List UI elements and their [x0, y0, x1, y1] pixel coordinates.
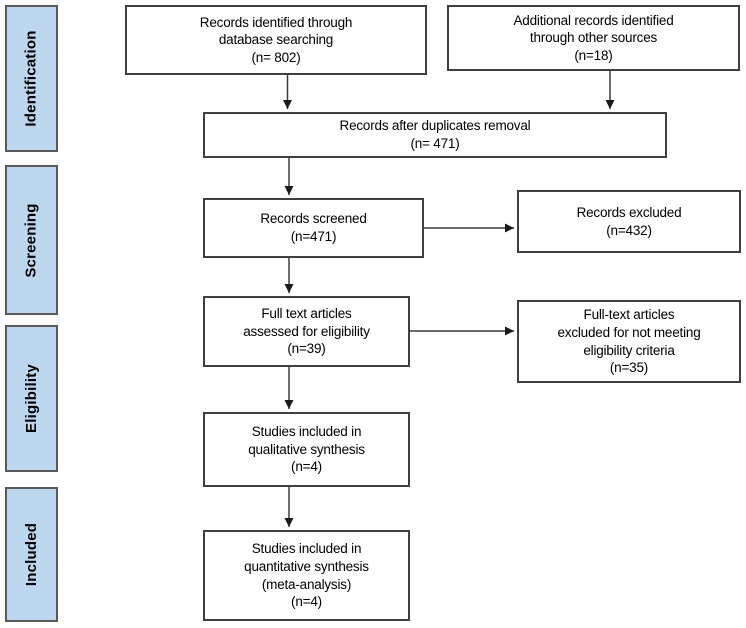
- stage-screening: Screening: [5, 165, 58, 315]
- stage-eligibility: Eligibility: [5, 325, 58, 472]
- box-after-duplicates-text: Records after duplicates removal (n= 471…: [339, 118, 531, 151]
- box-records-excluded-text: Records excluded (n=432): [576, 204, 682, 238]
- box-database-search: Records identified through database sear…: [125, 5, 427, 75]
- box-after-duplicates: Records after duplicates removal (n= 471…: [203, 112, 667, 158]
- stage-screening-label: Screening: [23, 202, 41, 278]
- stage-identification-label: Identification: [23, 30, 41, 127]
- box-qualitative-synthesis-text: Studies included in qualitative synthesi…: [248, 424, 365, 475]
- box-quantitative-synthesis-text: Studies included in quantitative synthes…: [244, 541, 369, 610]
- stage-eligibility-label: Eligibility: [23, 364, 40, 433]
- box-fulltext-excluded-text: Full-text articles excluded for not meet…: [557, 307, 701, 376]
- box-fulltext-excluded: Full-text articles excluded for not meet…: [517, 300, 741, 383]
- box-other-sources-text: Additional records identified through ot…: [513, 12, 674, 63]
- box-fulltext-assessed-text: Full text articles assessed for eligibil…: [243, 306, 370, 357]
- stage-included: Included: [5, 487, 58, 622]
- box-qualitative-synthesis: Studies included in qualitative synthesi…: [203, 412, 410, 487]
- stage-identification: Identification: [5, 5, 58, 152]
- box-database-search-text: Records identified through database sear…: [199, 14, 353, 65]
- box-records-excluded: Records excluded (n=432): [517, 190, 741, 253]
- box-other-sources: Additional records identified through ot…: [447, 5, 740, 71]
- box-fulltext-assessed: Full text articles assessed for eligibil…: [203, 296, 410, 367]
- box-records-screened: Records screened (n=471): [203, 198, 424, 258]
- box-quantitative-synthesis: Studies included in quantitative synthes…: [203, 530, 410, 621]
- box-records-screened-text: Records screened (n=471): [260, 211, 367, 244]
- stage-included-label: Included: [23, 522, 40, 587]
